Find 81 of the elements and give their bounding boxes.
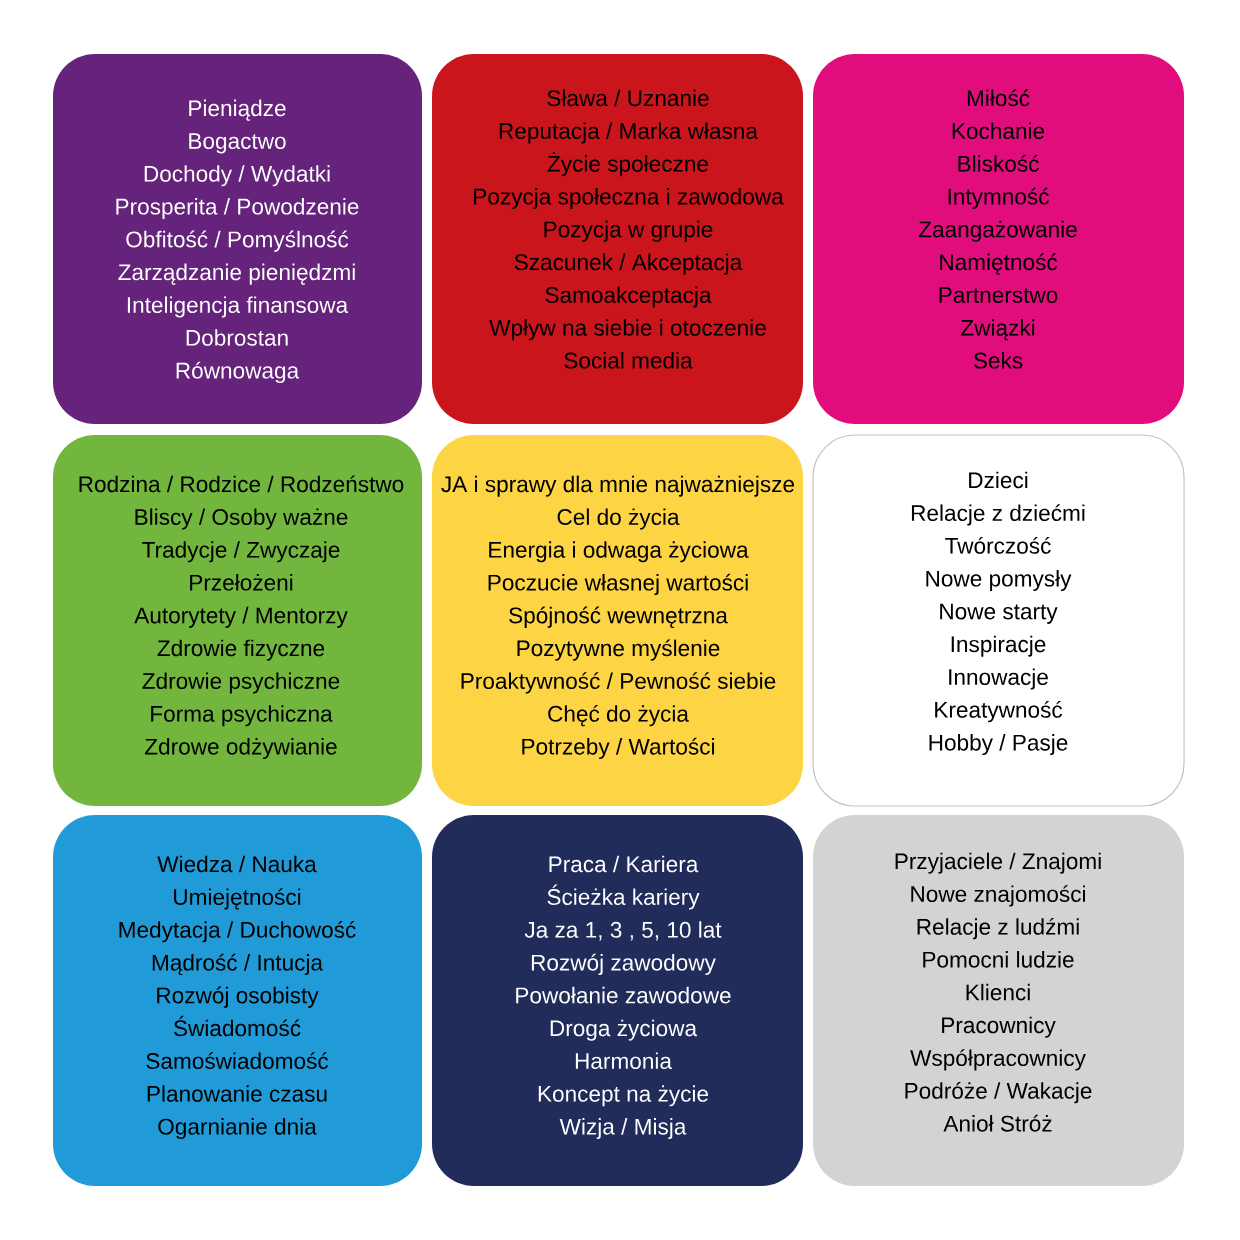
- list-item: Inteligencja finansowa: [127, 296, 349, 318]
- list-item: Harmonia: [575, 1052, 672, 1070]
- list-item: Obfitość / Pomyślność: [126, 230, 349, 252]
- list-item: Sława / Uznanie: [547, 89, 709, 107]
- list-item: Medytacja / Duchowość: [119, 921, 356, 943]
- list-item: Samoakceptacja: [545, 286, 712, 308]
- list-item: Wizja / Misja: [559, 1118, 687, 1140]
- list-item: Partnerstwo: [939, 287, 1058, 303]
- list-item: Związki: [961, 319, 1035, 341]
- list-item: Forma psychiczna: [151, 705, 333, 727]
- list-item: Relacje z ludźmi: [917, 918, 1079, 940]
- list-item: Nowe starty: [940, 603, 1058, 624]
- list-item: Podróże / Wakacje: [905, 1082, 1092, 1104]
- list-item: Poczucie własnej wartości: [488, 573, 748, 596]
- list-item: Droga życiowa: [550, 1019, 698, 1041]
- list-item: Pracownicy: [942, 1016, 1056, 1038]
- list-item: Pozycja w grupie: [544, 220, 713, 242]
- list-item: Cel do życia: [557, 508, 680, 530]
- list-item: Równowaga: [176, 361, 300, 384]
- list-item: Tradycje / Zwyczaje: [142, 541, 340, 563]
- list-item: Zdrowie psychiczne: [142, 672, 340, 694]
- list-item: Bogactwo: [189, 133, 286, 154]
- list-item: Rodzina / Rodzice / Rodzeństwo: [79, 475, 404, 493]
- list-item: Wpływ na siebie i otoczenie: [489, 319, 766, 341]
- list-item: Dzieci: [969, 471, 1028, 489]
- list-item: Życie społeczne: [547, 152, 708, 177]
- list-item: Inspiracje: [951, 635, 1046, 657]
- list-item: Umiejętności: [174, 888, 301, 910]
- list-item: Zarządzanie pieniędzmi: [118, 263, 355, 285]
- list-item: Ja za 1, 3 , 5, 10 lat: [524, 921, 722, 941]
- list-item: Ogarnianie dnia: [158, 1118, 317, 1140]
- list-item: Bliscy / Osoby ważne: [135, 508, 348, 530]
- list-item: Potrzeby / Wartości: [522, 737, 714, 760]
- list-item: Pieniądze: [189, 99, 286, 121]
- list-item: Powołanie zawodowe: [516, 986, 731, 1004]
- list-item: Pozycja społeczna i zawodowa: [474, 188, 784, 210]
- list-item: Klienci: [966, 983, 1030, 1001]
- list-item: Mądrość / Intucja: [152, 953, 323, 976]
- list-item: Social media: [564, 352, 693, 369]
- list-item: Zdrowie fizyczne: [157, 639, 325, 661]
- list-item: Współpracownicy: [910, 1049, 1086, 1071]
- list-item: Seks: [973, 352, 1023, 369]
- list-item: Bliskość: [958, 154, 1039, 172]
- list-item: Hobby / Pasje: [929, 734, 1068, 756]
- list-item: Pozytywne myślenie: [517, 639, 720, 661]
- list-item: Koncept na życie: [538, 1085, 708, 1107]
- list-item: Dobrostan: [186, 329, 288, 346]
- list-item: Kochanie: [952, 122, 1045, 139]
- list-item: Miłość: [967, 89, 1030, 107]
- list-item: Zaangażowanie: [918, 220, 1077, 242]
- list-item: Planowanie czasu: [147, 1085, 327, 1102]
- list-item: Szacunek / Akceptacja: [514, 253, 743, 275]
- list-item: Relacje z dziećmi: [911, 504, 1085, 526]
- list-item: Twórczość: [945, 537, 1051, 554]
- list-item: Nowe znajomości: [911, 885, 1085, 907]
- list-item: Ścieżka kariery: [547, 884, 700, 910]
- list-item: Rozwój zawodowy: [531, 953, 716, 976]
- list-item: Prosperita / Powodzenie: [116, 198, 359, 220]
- list-item: Namiętność: [940, 253, 1058, 275]
- list-item: Kreatywność: [935, 701, 1063, 723]
- list-item: Praca / Kariera: [549, 855, 699, 873]
- list-item: Anioł Stróż: [943, 1114, 1052, 1132]
- list-item: Autorytety / Mentorzy: [134, 606, 348, 628]
- list-item: Świadomość: [174, 1015, 301, 1037]
- list-item: Chęć do życia: [548, 705, 689, 727]
- list-item: Dochody / Wydatki: [144, 165, 330, 187]
- list-item: Reputacja / Marka własna: [499, 122, 758, 144]
- list-item: Intymność: [948, 187, 1049, 210]
- list-item: Przełożeni: [190, 574, 293, 591]
- list-item: Zdrowe odżywianie: [145, 738, 337, 760]
- list-item: Samoświadomość: [146, 1052, 329, 1070]
- list-item: Przyjaciele / Znajomi: [895, 852, 1101, 874]
- list-item: JA i sprawy dla mnie najważniejsze: [441, 475, 794, 497]
- list-item: Innowacje: [949, 668, 1048, 690]
- list-item: Energia i odwaga życiowa: [489, 541, 749, 563]
- list-item: Wiedza / Nauka: [157, 855, 317, 873]
- list-item: Nowe pomysły: [926, 570, 1072, 592]
- list-item: Proaktywność / Pewność siebie: [461, 672, 776, 694]
- list-item: Pomocni ludzie: [923, 951, 1074, 968]
- list-item: Spójność wewnętrzna: [509, 606, 728, 628]
- list-item: Rozwój osobisty: [157, 986, 319, 1008]
